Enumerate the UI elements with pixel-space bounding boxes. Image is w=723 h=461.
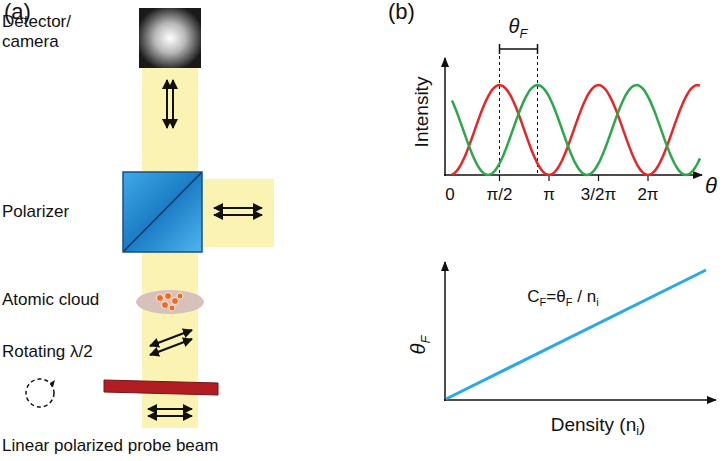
coefficient-label: CF=θF / ni	[527, 287, 598, 309]
polarization-arrow	[148, 408, 192, 410]
axis-title: Intensity	[411, 77, 433, 148]
linear-fit-line	[446, 270, 706, 399]
tick-label: 0	[445, 185, 454, 205]
rotation-bracket	[500, 44, 538, 54]
rotation-arrowhead	[50, 380, 55, 387]
component-label: Linear polarized probe beam	[2, 436, 218, 456]
tick-label: π/2	[487, 185, 513, 205]
tick-label: 2π	[637, 185, 658, 205]
polarizer-cube	[123, 172, 202, 252]
y-axis	[444, 58, 446, 176]
component-label: Detector/ camera	[2, 12, 94, 51]
atoms	[157, 293, 184, 312]
reference-curve	[452, 85, 700, 175]
polarization-arrow	[148, 415, 192, 417]
axis-title: θ	[705, 173, 717, 198]
peak-guide	[537, 56, 538, 175]
axis-title: Density (ni)	[551, 414, 646, 439]
panel-label: (b)	[388, 0, 415, 25]
rotated-curve	[452, 85, 700, 175]
polarization-arrow	[214, 214, 262, 216]
polarization-arrow	[150, 330, 192, 346]
rotation-angle: θF	[509, 15, 528, 42]
component-label: Atomic cloud	[2, 290, 99, 310]
polarization-arrow	[166, 80, 168, 128]
detector-camera	[139, 8, 201, 68]
polarization-arrow	[214, 207, 262, 209]
rotation-symbol	[26, 379, 54, 407]
component-label: Polarizer	[2, 202, 69, 222]
half-wave-plate	[104, 380, 218, 395]
polarizer-diagonal	[124, 173, 201, 251]
axis-ticks	[500, 175, 649, 181]
component-label: Rotating λ/2	[2, 342, 93, 362]
polarization-arrow	[172, 80, 174, 128]
y-axis	[444, 262, 446, 401]
tick-label: π	[543, 185, 555, 205]
polarization-arrow	[150, 339, 192, 355]
axis-title: θF	[407, 336, 434, 355]
reflected-beam	[202, 179, 274, 247]
x-axis	[444, 174, 702, 176]
peak-guide	[499, 56, 500, 175]
tick-label: 3/2π	[581, 185, 616, 205]
x-axis	[444, 399, 716, 401]
atomic-cloud	[136, 290, 204, 314]
